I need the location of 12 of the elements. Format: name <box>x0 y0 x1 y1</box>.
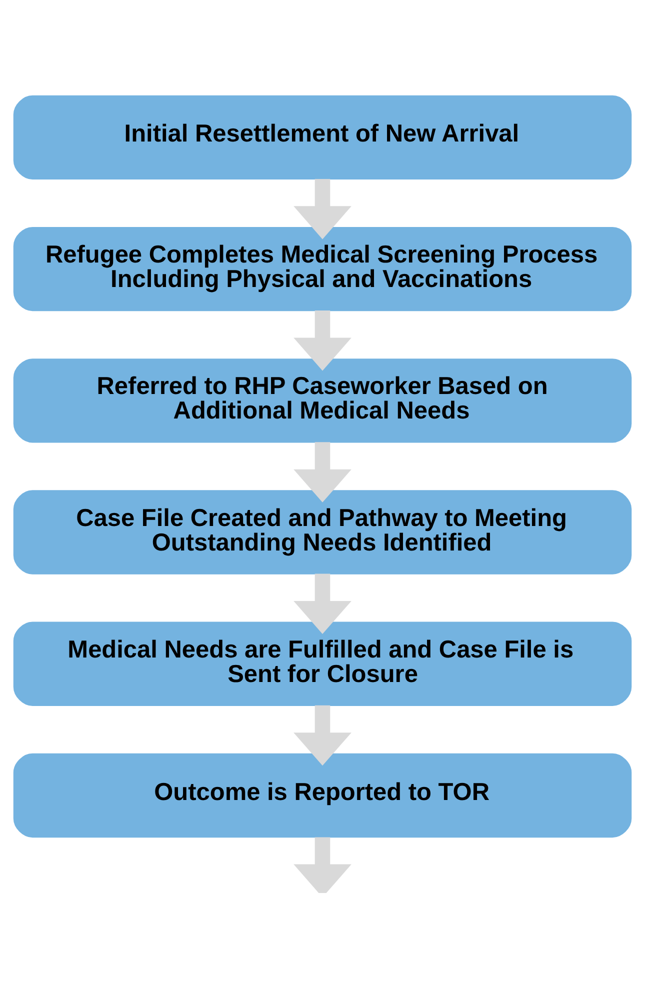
arrow <box>294 836 352 892</box>
arrow <box>294 573 352 634</box>
node-box: Outcome is Reported to TOR <box>13 752 632 838</box>
arrow <box>294 442 352 502</box>
arrow <box>294 178 352 239</box>
node-box: Refugee Completes Medical Screening Process Including Physical and Vaccinations <box>13 226 632 311</box>
arrow <box>294 310 352 370</box>
node-box: Medical Needs are Fulfilled and Case File is Sent for Closure <box>13 621 632 706</box>
arrow <box>294 704 352 766</box>
node-box: Referred to RHP Caseworker Based on Additional Medical Needs <box>13 358 632 442</box>
node-box: Initial Resettlement of New Arrival <box>13 94 632 180</box>
node-box: Case File Created and Pathway to Meeting Outstanding Needs Identified <box>13 490 632 574</box>
